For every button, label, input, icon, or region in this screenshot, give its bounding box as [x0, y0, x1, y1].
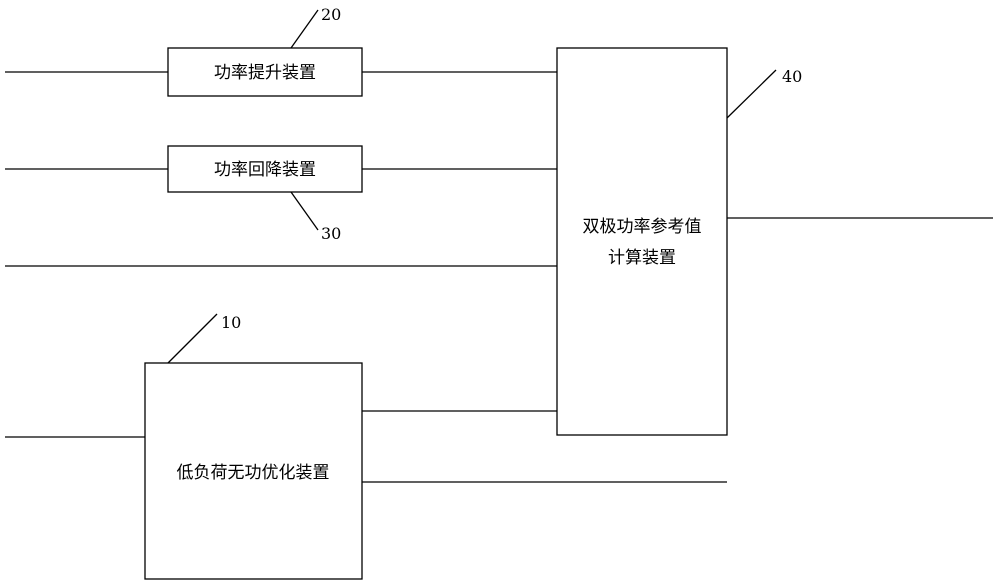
power-fallback-label: 功率回降装置	[214, 160, 316, 180]
power-boost-box	[167, 47, 363, 97]
power-boost-ref-number: 20	[321, 5, 341, 24]
power-fallback-block: 功率回降装置 30	[167, 145, 363, 243]
low-load-reactive-block: 低负荷无功优化装置 10	[144, 313, 363, 580]
bipolar-calc-ref-number: 40	[782, 67, 802, 86]
power-fallback-ref-number: 30	[321, 224, 341, 243]
bipolar-calc-label-line2: 计算装置	[608, 248, 676, 268]
power-fallback-leader-line	[290, 191, 319, 231]
power-boost-block: 功率提升装置 20	[167, 5, 363, 97]
bipolar-calc-label-line1: 双极功率参考值	[583, 217, 702, 237]
connection-lines	[5, 71, 993, 483]
power-boost-label: 功率提升装置	[214, 63, 316, 83]
low-load-reactive-label: 低负荷无功优化装置	[177, 463, 330, 483]
bipolar-calc-block: 双极功率参考值 计算装置 40	[556, 47, 802, 436]
power-boost-leader-line	[290, 9, 319, 49]
low-load-reactive-box	[144, 362, 363, 580]
bipolar-calc-box	[556, 47, 728, 436]
low-load-leader-line	[167, 313, 218, 364]
bipolar-calc-leader-line	[726, 69, 777, 119]
power-fallback-box	[167, 145, 363, 193]
low-load-ref-number: 10	[221, 313, 241, 332]
